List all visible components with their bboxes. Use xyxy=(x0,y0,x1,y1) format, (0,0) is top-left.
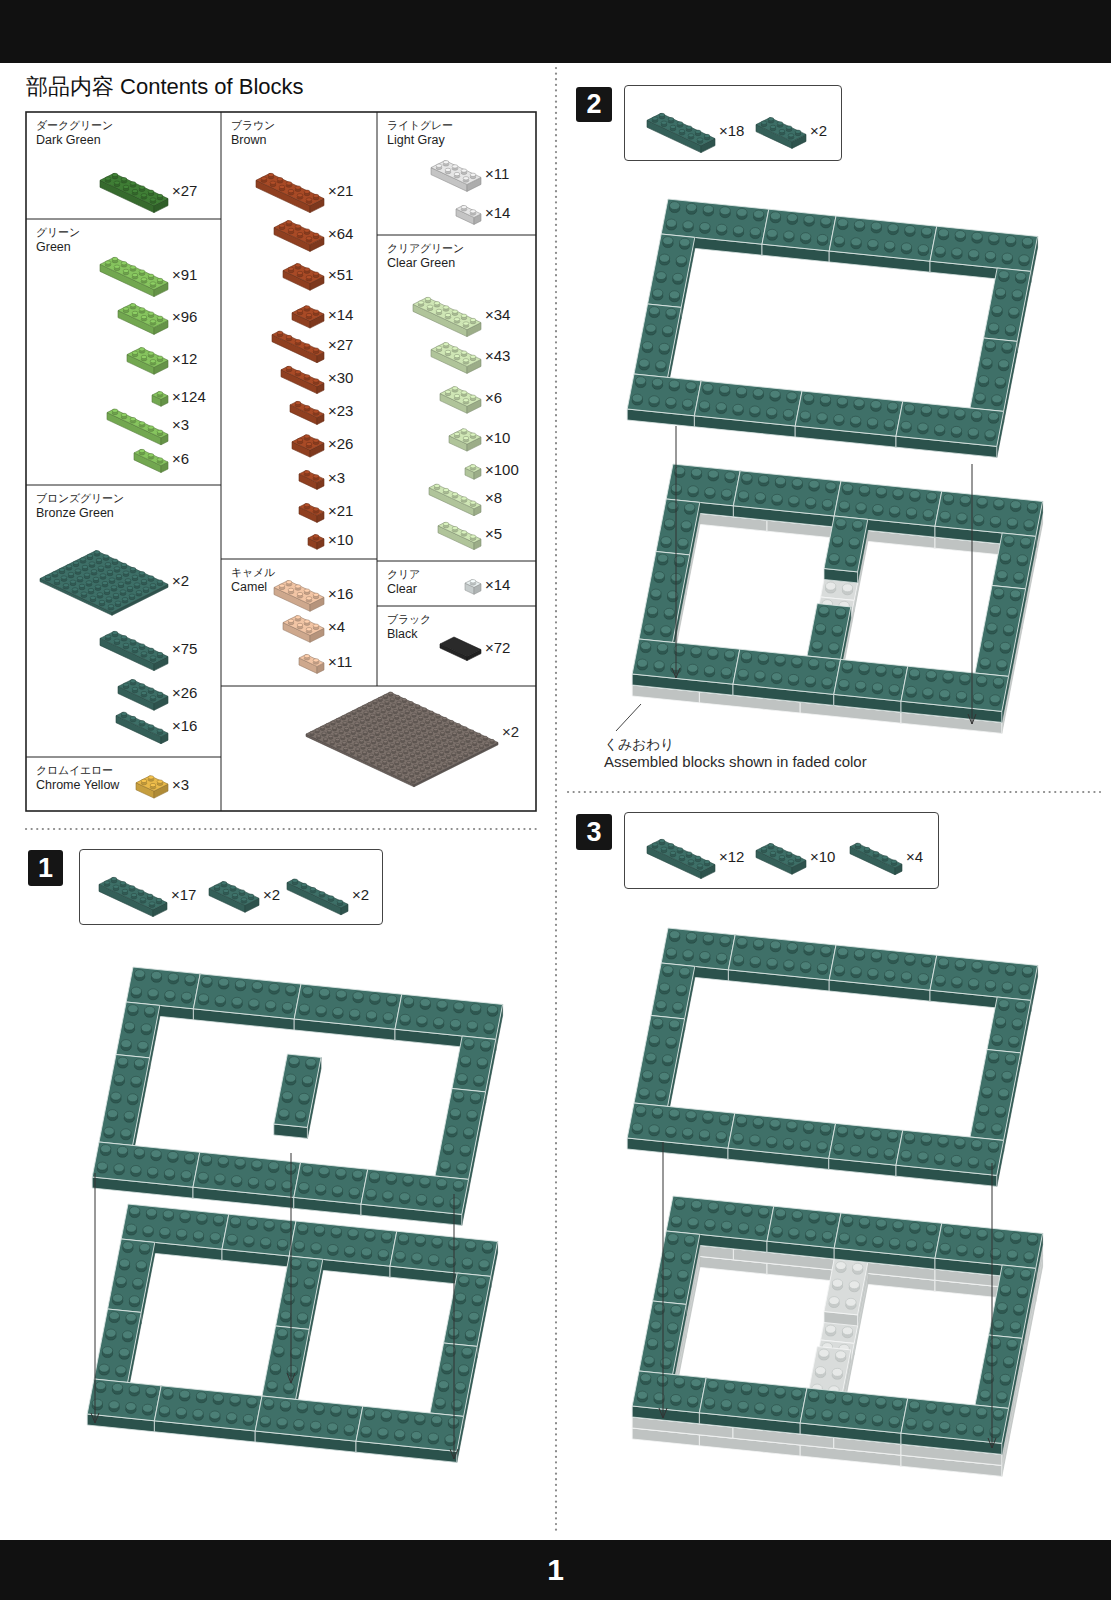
page: ダークグリーンDark Green×27グリーンGreen×91×96×12×1… xyxy=(0,0,1111,1600)
